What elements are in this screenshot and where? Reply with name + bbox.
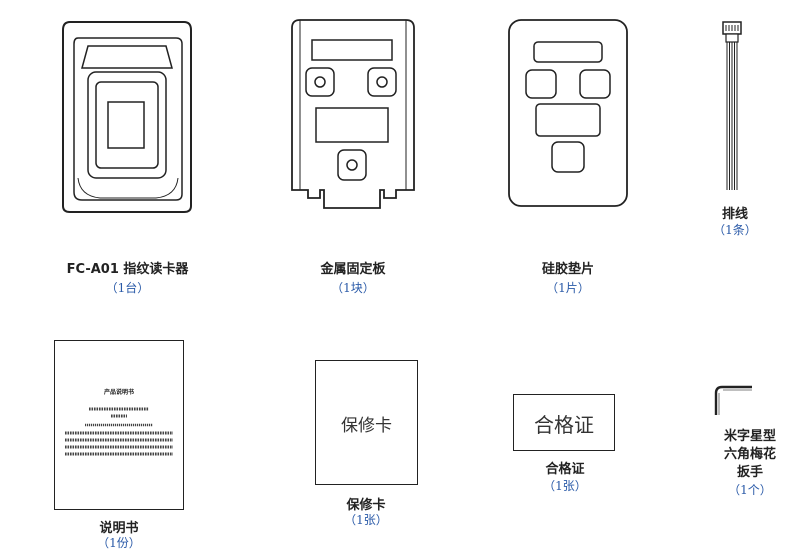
item-name-manual: 说明书 bbox=[99, 521, 139, 536]
item-qty-cable: （1条） bbox=[713, 223, 757, 237]
warranty-card-illustration: 保修卡 bbox=[315, 360, 418, 485]
item-name-certificate: 合格证 bbox=[545, 462, 585, 477]
item-qty-wrench: （1个） bbox=[728, 483, 772, 497]
warranty-card-text: 保修卡 bbox=[341, 416, 392, 436]
certificate-text: 合格证 bbox=[534, 413, 594, 437]
item-name-gasket: 硅胶垫片 bbox=[541, 262, 594, 277]
item-qty-reader: （1台） bbox=[105, 281, 150, 295]
item-name-warranty: 保修卡 bbox=[346, 498, 386, 513]
item-qty-certificate: （1张） bbox=[543, 479, 587, 493]
metal-plate-illustration bbox=[291, 19, 415, 209]
item-name-wrench-line2: 六角梅花 bbox=[723, 447, 776, 462]
manual-doc-title: 产品说明书 bbox=[103, 389, 134, 396]
item-qty-gasket: （1片） bbox=[546, 281, 590, 295]
torx-wrench-icon bbox=[714, 385, 752, 415]
cable-illustration bbox=[722, 21, 742, 190]
item-name-wrench-line1: 米字星型 bbox=[723, 429, 776, 444]
certificate-illustration: 合格证 bbox=[513, 394, 615, 451]
item-qty-plate: （1块） bbox=[331, 281, 375, 295]
item-name-reader: FC-A01 指纹读卡器 bbox=[66, 262, 189, 277]
item-qty-warranty: （1张） bbox=[344, 513, 388, 527]
manual-text-lines bbox=[65, 407, 173, 456]
fingerprint-reader-illustration bbox=[62, 21, 192, 213]
item-name-cable: 排线 bbox=[721, 207, 748, 222]
silicone-gasket-illustration bbox=[508, 19, 628, 207]
item-qty-manual: （1份） bbox=[97, 536, 141, 550]
item-name-plate: 金属固定板 bbox=[320, 262, 386, 277]
item-name-wrench-line3: 扳手 bbox=[736, 465, 763, 480]
manual-illustration: 产品说明书 bbox=[54, 340, 184, 510]
